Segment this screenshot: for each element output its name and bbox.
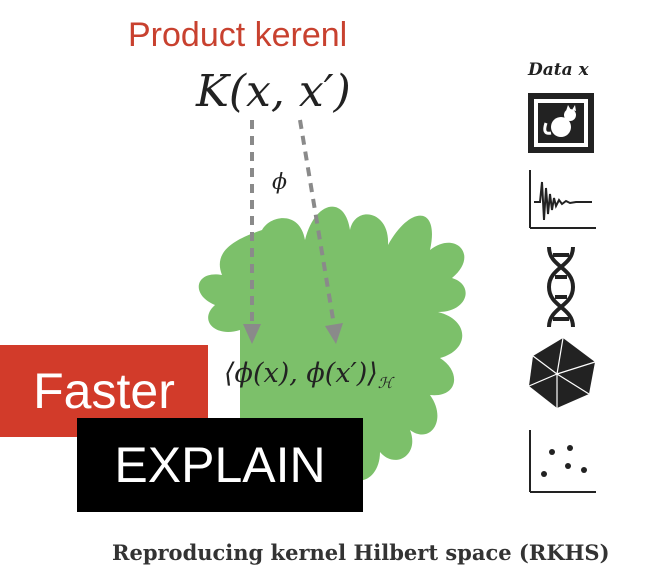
cat-stamp-icon [528, 93, 594, 153]
faster-badge-text: Faster [33, 363, 175, 419]
dna-icon [546, 246, 576, 328]
feature-map-label: ϕ [272, 170, 287, 195]
explain-badge-text: EXPLAIN [114, 437, 326, 493]
waveform-icon [529, 170, 596, 229]
kernel-formula: K(x, x′) [196, 66, 351, 117]
diagram-title: Product kerenl [128, 16, 348, 54]
arrow-right-shaft [298, 119, 336, 326]
arrow-left-head [243, 324, 261, 344]
polyhedron-icon [528, 337, 596, 408]
hilbert-subscript: ℋ [377, 374, 393, 392]
feature-map-arrows [250, 119, 336, 326]
scatter-plot-icon [529, 430, 596, 493]
data-label: Data x [528, 60, 589, 80]
caption: Reproducing kernel Hilbert space (RKHS) [112, 540, 610, 565]
explain-badge: EXPLAIN [77, 418, 363, 512]
inner-product-formula: ⟨ϕ(x), ϕ(x′)⟩ℋ [224, 358, 393, 392]
arrow-right-head [325, 323, 343, 344]
inner-product-main: ⟨ϕ(x), ϕ(x′)⟩ [224, 358, 378, 389]
